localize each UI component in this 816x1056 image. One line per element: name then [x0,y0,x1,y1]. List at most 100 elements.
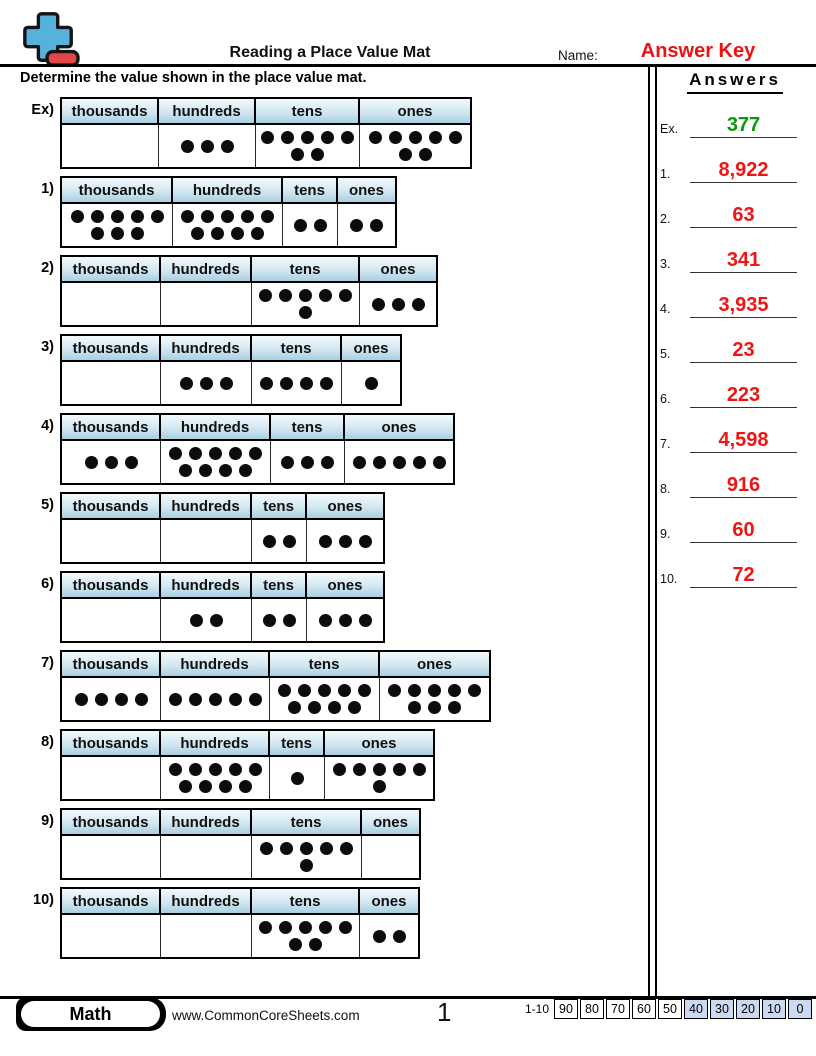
footer-rule [0,996,816,999]
dot-cell [252,915,360,957]
dot-row [191,227,264,240]
counter-dot [348,701,361,714]
column-header: hundreds [161,731,270,757]
counter-dot [291,148,304,161]
counter-dot [90,210,104,223]
page-number: 1 [437,997,452,1027]
counter-dot [199,376,213,390]
counter-dot [188,763,202,776]
counter-dot [228,763,242,776]
counter-dot [298,684,311,697]
dot-cell [252,599,307,641]
counter-dot [201,210,214,223]
column-header: tens [271,415,345,441]
counter-dot [392,763,406,776]
problem-number: 6) [41,576,54,592]
counter-dot [338,684,351,697]
answer-item: 10.72 [660,560,810,588]
dot-row [178,780,252,793]
page-title: Reading a Place Value Mat [229,44,431,61]
counter-dot [418,148,432,161]
counter-dot [260,842,273,855]
counter-dot [169,447,182,460]
dot-cell [62,520,161,562]
counter-dot [74,692,88,706]
dot-row [318,613,372,627]
column-header: thousands [62,99,159,125]
dot-row [181,210,274,223]
counter-dot [320,842,333,855]
dot-row [290,771,304,785]
column-header: thousands [62,257,161,283]
counter-dot [260,376,273,390]
counter-dot [448,684,461,697]
dot-row [168,692,262,706]
counter-dot [281,131,294,144]
column-header: hundreds [161,257,252,283]
answer-value: 4,598 [690,430,797,453]
answer-item: 7. 4,598 [660,425,810,453]
answers-heading: Answers [687,70,783,94]
counter-dot [189,447,202,460]
answer-number: 2. [660,212,671,226]
counter-dot [313,218,327,232]
answer-key-label: Answer Key [640,40,756,62]
column-header: ones [362,810,419,836]
counter-dot [211,227,224,240]
dot-row [262,534,296,548]
column-header: ones [338,178,395,204]
counter-dot [282,534,296,548]
dot-cell [62,362,161,404]
counter-dot [428,131,442,144]
counter-dot [468,684,481,697]
dot-row [289,938,322,951]
problem-number: 7) [41,655,54,671]
problem-number: 8) [41,734,54,750]
problem-number: 9) [41,813,54,829]
column-header: thousands [62,178,173,204]
counter-dot [262,534,276,548]
problem-number: Ex) [31,102,54,118]
dot-row [84,455,138,469]
counter-dot [220,139,234,153]
answer-item: 9.60 [660,515,810,543]
column-header: tens [252,810,362,836]
counter-dot [408,701,421,714]
counter-dot [300,376,313,390]
dot-row [408,701,461,714]
column-header: ones [307,573,383,599]
answer-number: 7. [660,437,671,451]
column-header: tens [283,178,338,204]
dot-cell [62,599,161,641]
counter-dot [388,684,401,697]
grading-scale-cell: 0 [788,999,812,1019]
answer-value: 8,922 [690,160,797,183]
grading-scale-cell: 40 [684,999,708,1019]
counter-dot [412,763,426,776]
dot-cell [173,204,283,246]
counter-dot [318,684,331,697]
counter-dot [209,447,222,460]
column-header: hundreds [161,652,270,678]
dot-row [332,763,426,776]
counter-dot [338,613,352,627]
dot-cell [342,362,400,404]
dot-cell [161,441,271,483]
counter-dot [278,684,291,697]
counter-dot [282,613,296,627]
counter-dot [372,763,386,776]
dot-cell [161,915,252,957]
counter-dot [372,780,386,793]
counter-dot [249,447,262,460]
counter-dot [259,921,272,934]
dot-row [260,842,353,855]
